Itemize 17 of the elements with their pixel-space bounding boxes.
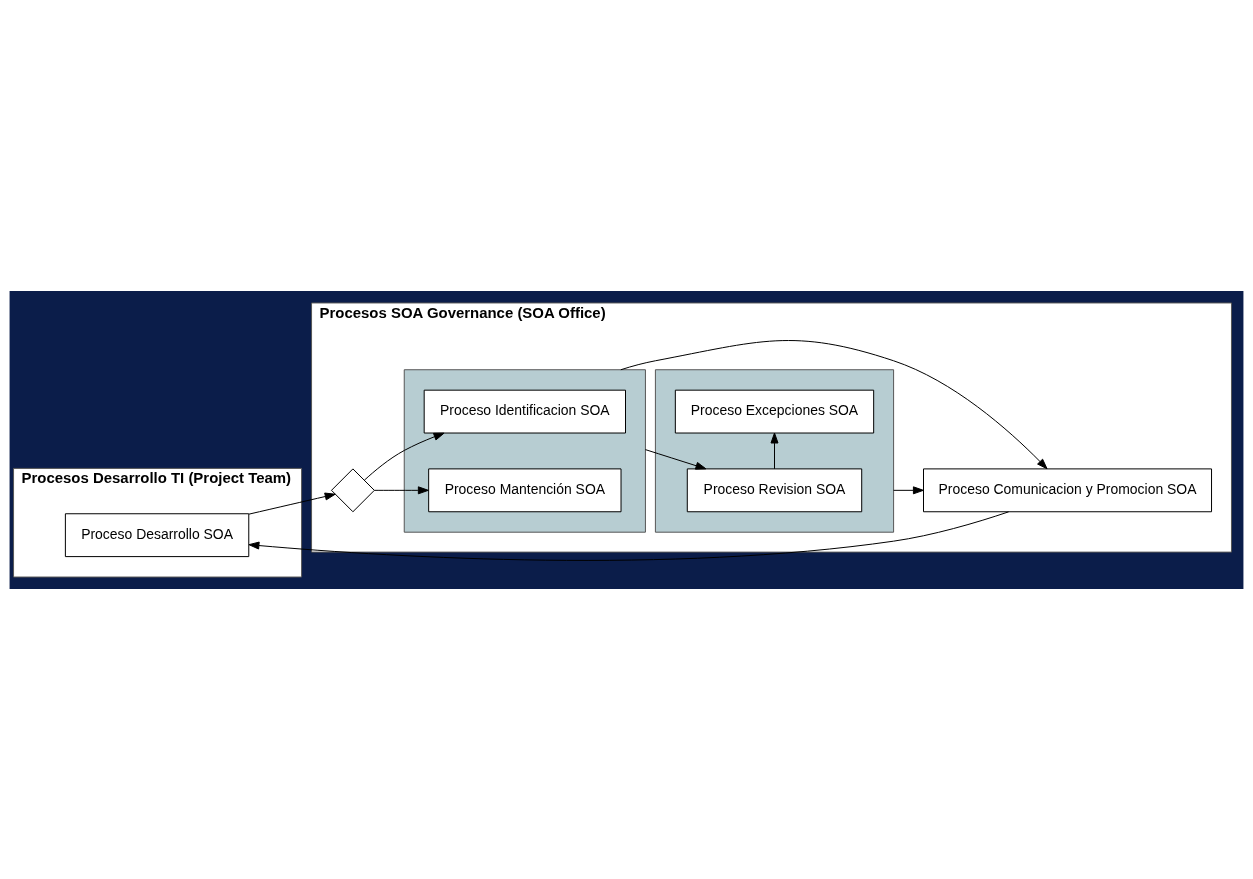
cluster [654,368,895,533]
node-box: Proceso Identificacion SOA [423,389,626,433]
arrow [363,432,445,481]
node-diamond [331,467,375,512]
node-box: Proceso Revision SOA [686,467,863,512]
node-box: Proceso Mantención SOA [428,467,622,512]
arrow [893,485,924,494]
node-box: Proceso Comunicacion y Promocion SOA [923,467,1213,512]
arrow [770,432,779,469]
node-box: Proceso Excepciones SOA [674,389,875,433]
node-box: Proceso Desarrollo SOA [64,512,250,557]
arrow [248,492,336,515]
arrow [248,510,1010,561]
arrow [620,339,1048,469]
cluster [403,368,646,533]
arrow [644,448,707,470]
arrow [373,485,429,494]
